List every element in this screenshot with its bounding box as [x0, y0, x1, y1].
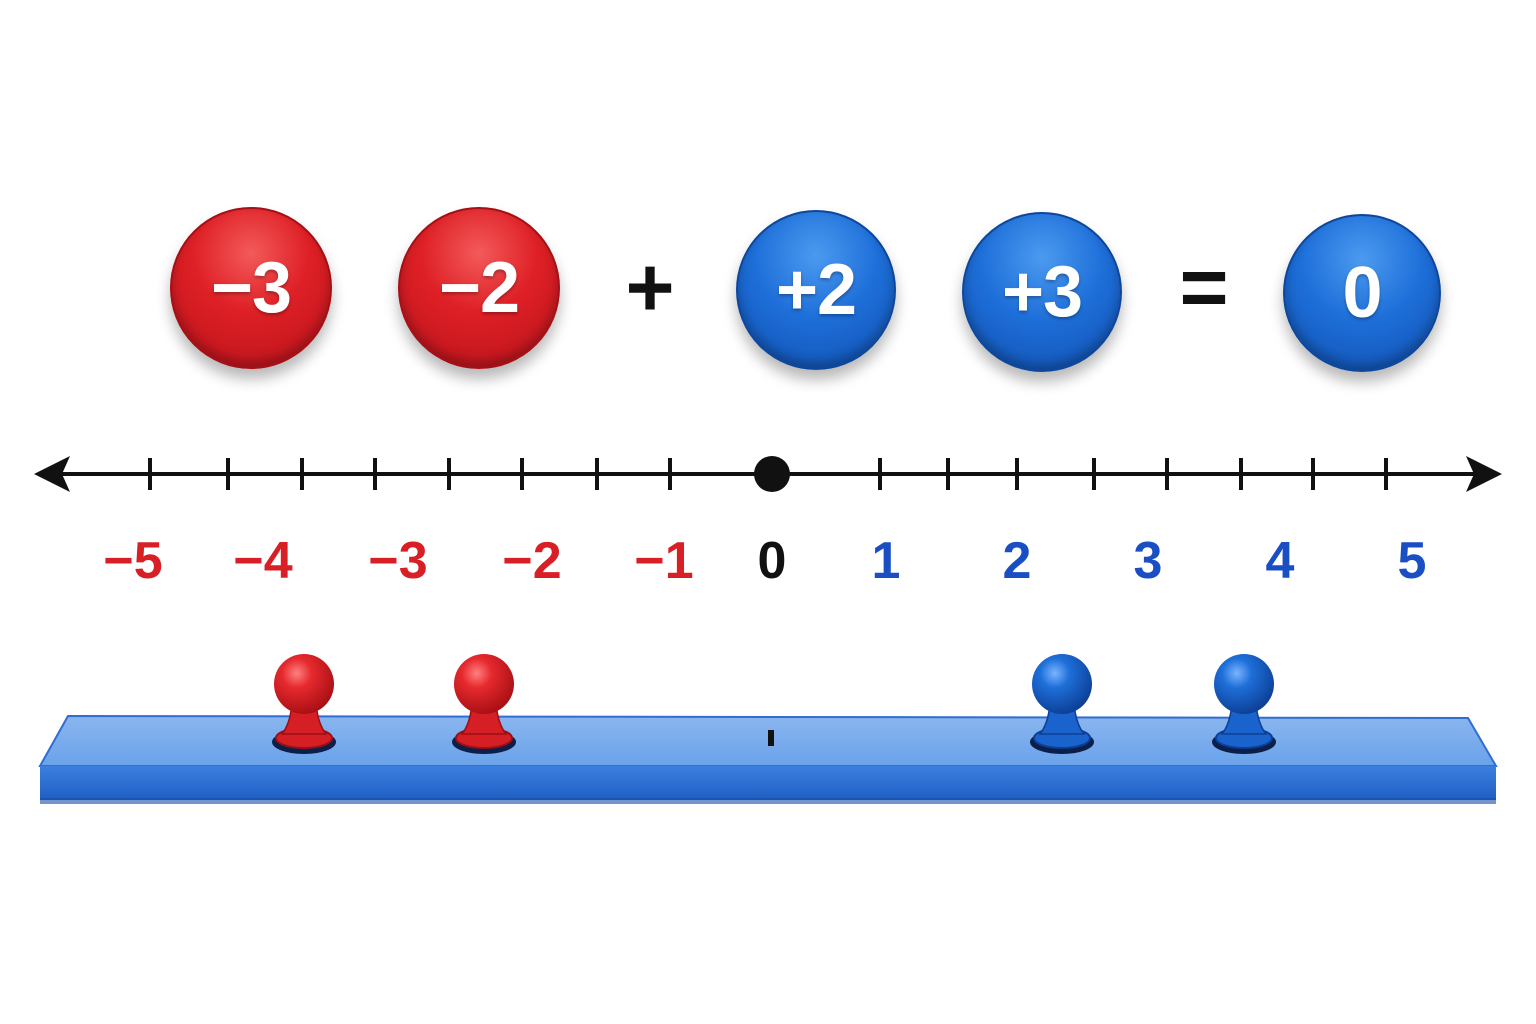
board-zero-mark — [768, 730, 774, 746]
peg-board — [38, 654, 1498, 804]
negative-2-token: −2 — [398, 207, 560, 369]
number-line-label: −5 — [103, 532, 162, 590]
number-line-labels: −5 −4 −3 −2 −1 0 1 2 3 4 5 — [103, 532, 1426, 590]
number-line-label: 5 — [1398, 532, 1427, 590]
red-peg — [272, 654, 336, 754]
equals-operator: = — [1179, 240, 1229, 334]
token-label: −2 — [438, 248, 520, 328]
blue-peg — [1030, 654, 1094, 754]
positive-3-token: +3 — [962, 212, 1122, 372]
token-label: −3 — [210, 248, 292, 328]
number-line-label: −4 — [233, 532, 292, 590]
number-line-label: 4 — [1266, 532, 1295, 590]
number-line-label: −1 — [634, 532, 693, 590]
number-line-label: −3 — [368, 532, 427, 590]
number-line-label: −2 — [502, 532, 561, 590]
result-zero-token: 0 — [1283, 214, 1441, 372]
number-line-label: 1 — [872, 532, 901, 590]
zero-point-marker — [754, 456, 790, 492]
negative-3-token: −3 — [170, 207, 332, 369]
token-label: +3 — [1001, 252, 1083, 332]
blue-peg — [1212, 654, 1276, 754]
result-label: 0 — [1342, 253, 1382, 333]
left-arrow-icon — [34, 456, 70, 492]
number-line-label: 3 — [1134, 532, 1163, 590]
token-label: +2 — [775, 250, 857, 330]
positive-2-token: +2 — [736, 210, 896, 370]
number-line-label: 2 — [1003, 532, 1032, 590]
red-peg — [452, 654, 516, 754]
number-line — [34, 456, 1502, 492]
plus-operator: + — [625, 240, 675, 334]
right-arrow-icon — [1466, 456, 1502, 492]
number-line-label: 0 — [758, 532, 787, 590]
